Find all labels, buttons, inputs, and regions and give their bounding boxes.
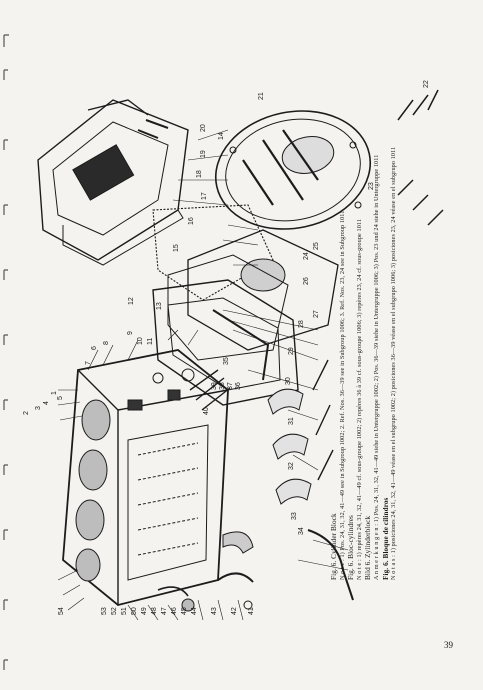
callout-53: 53 (101, 607, 108, 615)
caption-title-es: Fig. 6. Bloque de cilindros (381, 497, 390, 580)
callout-28: 28 (298, 320, 305, 328)
caption-title-de: Bild 6. Zylinderblock (364, 515, 373, 580)
bearing-caps (267, 359, 354, 601)
callout-34: 34 (298, 527, 305, 535)
callout-4: 4 (43, 401, 50, 405)
callout-1: 1 (51, 391, 58, 395)
callout-18: 18 (196, 170, 203, 178)
caption-note-es: N o t a s : 1) posiciones 24, 31, 32, 41… (390, 146, 398, 580)
callout-44: 44 (191, 607, 198, 615)
callout-49: 49 (141, 607, 148, 615)
callout-40: 40 (203, 407, 210, 415)
page-number: 39 (444, 640, 453, 650)
callout-54: 54 (58, 607, 65, 615)
callout-15: 15 (173, 244, 180, 252)
callout-12: 12 (128, 297, 135, 305)
caption-title-en: Fig. 6. Cylinder Block (330, 513, 338, 580)
callout-38: 38 (219, 382, 226, 390)
callout-41: 41 (248, 607, 255, 615)
callout-52: 52 (111, 607, 118, 615)
callout-10: 10 (137, 337, 144, 345)
callout-9: 9 (127, 331, 134, 335)
inset-detail (37, 99, 189, 266)
callout-47: 47 (161, 607, 168, 615)
callout-8: 8 (103, 341, 110, 345)
rear-cover (214, 110, 372, 230)
cylinder-block (62, 349, 229, 606)
callout-17: 17 (201, 192, 208, 200)
callout-6: 6 (91, 346, 98, 350)
callout-13: 13 (156, 302, 163, 310)
callout-5: 5 (57, 396, 64, 400)
callout-labels: 1 2 3 4 5 6 7 8 9 10 11 12 13 14 15 16 1… (23, 80, 430, 615)
callout-43: 43 (211, 607, 218, 615)
callout-31: 31 (288, 417, 295, 425)
callout-3: 3 (35, 406, 42, 410)
callout-20: 20 (200, 124, 207, 132)
callout-30: 30 (285, 377, 292, 385)
callout-25: 25 (313, 242, 320, 250)
caption-note-fr: N o t e : 1) repères 24, 31, 32, 41—49 c… (355, 218, 363, 580)
callout-45: 45 (181, 607, 188, 615)
margin-marks (3, 34, 9, 670)
callout-22: 22 (423, 80, 430, 88)
callout-33: 33 (291, 512, 298, 520)
callout-16: 16 (188, 217, 195, 225)
callout-21: 21 (258, 92, 265, 100)
callout-7: 7 (85, 361, 92, 365)
callout-2: 2 (23, 411, 30, 415)
callout-48: 48 (151, 607, 158, 615)
callout-29: 29 (288, 347, 295, 355)
callout-46: 46 (171, 607, 178, 615)
callout-11: 11 (147, 338, 154, 345)
callout-39: 39 (211, 382, 218, 390)
callout-26: 26 (303, 277, 310, 285)
callout-27: 27 (313, 310, 320, 318)
callout-36: 36 (235, 382, 242, 390)
caption-note-en: N o t e : 1) Pos. 24, 31, 32, 41—49 see … (338, 210, 346, 580)
callout-42: 42 (231, 607, 238, 615)
callout-19: 19 (200, 150, 207, 158)
caption-title-fr: Fig. 6. Bloc-cylindres (347, 515, 356, 580)
figure-caption: Fig. 6. Cylinder Block N o t e : 1) Pos.… (330, 120, 397, 580)
caption-note-de: A n m e r k u n g e n : 1) Pos. 24, 31, … (372, 154, 380, 580)
callout-23: 23 (368, 182, 375, 190)
callout-35: 35 (223, 357, 230, 365)
callout-14: 14 (218, 132, 225, 140)
exploded-view-drawing: 1 2 3 4 5 6 7 8 9 10 11 12 13 14 15 16 1… (23, 80, 444, 620)
callout-32: 32 (288, 462, 295, 470)
callout-51: 51 (121, 607, 128, 615)
callout-24: 24 (303, 252, 310, 260)
callout-37: 37 (227, 382, 234, 390)
callout-50: 50 (131, 607, 138, 615)
